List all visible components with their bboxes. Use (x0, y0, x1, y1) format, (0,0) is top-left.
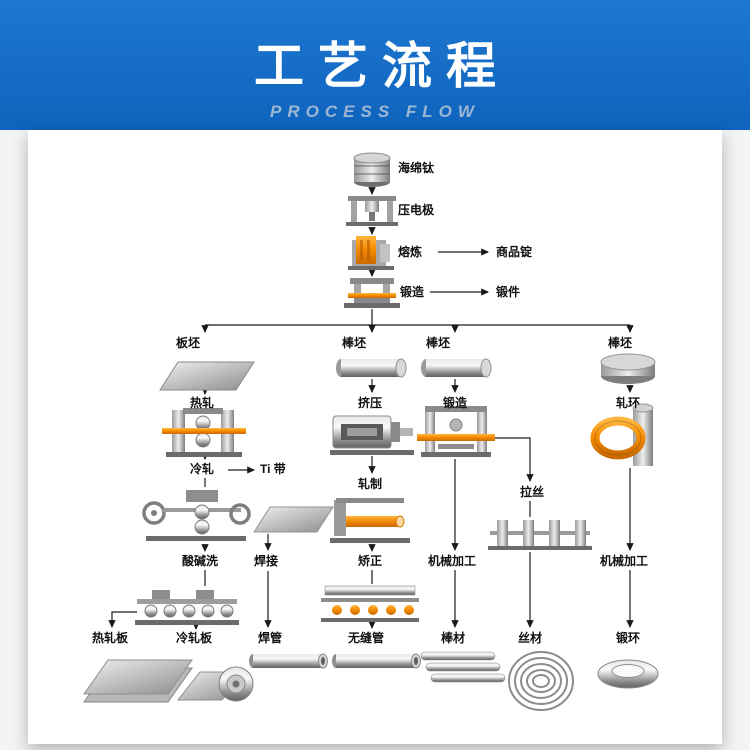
electrode-press-icon (346, 196, 398, 226)
ti-strip-sheet-icon (253, 506, 334, 533)
label-cold-rolling: 冷轧 (190, 462, 215, 476)
billet-forging-icon (421, 358, 492, 378)
label-machining-bar: 机械加工 (428, 554, 477, 568)
label-welded-pipe: 焊管 (258, 631, 283, 645)
extruder-icon (330, 415, 414, 455)
sponge-titanium-icon (353, 152, 391, 187)
label-bar-stock: 棒材 (441, 631, 466, 645)
label-straightening: 矫正 (358, 554, 383, 568)
header-banner: 工艺流程 PROCESS FLOW (0, 0, 750, 130)
label-hot-rolling: 热轧 (190, 396, 215, 410)
label-cold-rolled-plate: 冷轧板 (176, 631, 213, 645)
label-ring-rolling: 轧环 (616, 396, 641, 410)
cold-rolled-coil-icon (176, 666, 254, 702)
label-slab: 板坯 (176, 336, 201, 350)
label-acid-wash: 酸碱洗 (182, 554, 219, 568)
label-ti-strip: Ti 带 (260, 462, 286, 476)
billet-disc-icon (600, 353, 656, 384)
label-forging-main: 锻造 (400, 285, 425, 299)
forging-press-icon (344, 278, 400, 308)
label-billet-1: 棒坯 (342, 336, 367, 350)
label-sponge: 海绵钛 (398, 161, 435, 175)
hot-rolling-mill-icon (162, 408, 246, 457)
label-forged-ring: 锻环 (616, 631, 641, 645)
forged-ring-icon (597, 659, 659, 689)
welded-pipe-icon (249, 653, 328, 669)
label-press-electrode: 压电极 (398, 203, 435, 217)
label-rolling: 轧制 (358, 477, 383, 491)
label-extrusion: 挤压 (358, 396, 383, 410)
forging-machine-icon (417, 406, 495, 457)
page-title: 工艺流程 (254, 38, 510, 94)
label-commercial-ingot: 商品锭 (496, 245, 533, 259)
seamless-pipe-icon (332, 653, 421, 669)
page-subtitle: PROCESS FLOW (270, 102, 480, 121)
straightener-icon (321, 585, 419, 622)
label-wire-drawing: 拉丝 (520, 485, 545, 499)
label-forgings: 锻件 (496, 285, 521, 299)
label-wire-stock: 丝材 (518, 631, 543, 645)
label-hot-rolled-plate: 热轧板 (92, 631, 129, 645)
bar-stock-icon (420, 651, 506, 683)
melting-furnace-icon (348, 236, 394, 270)
label-melting: 熔炼 (398, 245, 423, 259)
tube-rolling-icon (330, 498, 410, 543)
acid-wash-line-icon (135, 590, 239, 625)
label-billet-3: 棒坯 (608, 336, 633, 350)
label-forging-branch: 锻造 (443, 396, 468, 410)
billet-extrusion-icon (336, 358, 407, 378)
wire-coil-icon (508, 651, 574, 711)
label-billet-2: 棒坯 (426, 336, 451, 350)
cold-rolling-mill-icon (142, 490, 251, 541)
label-machining-ring: 机械加工 (600, 554, 649, 568)
slab-icon (159, 361, 255, 391)
hot-rolled-plates-icon (83, 659, 193, 703)
label-welding: 焊接 (254, 554, 279, 568)
label-seamless-pipe: 无缝管 (348, 631, 385, 645)
ring-rolling-icon (590, 403, 654, 466)
wire-drawing-machine-icon (488, 520, 592, 550)
